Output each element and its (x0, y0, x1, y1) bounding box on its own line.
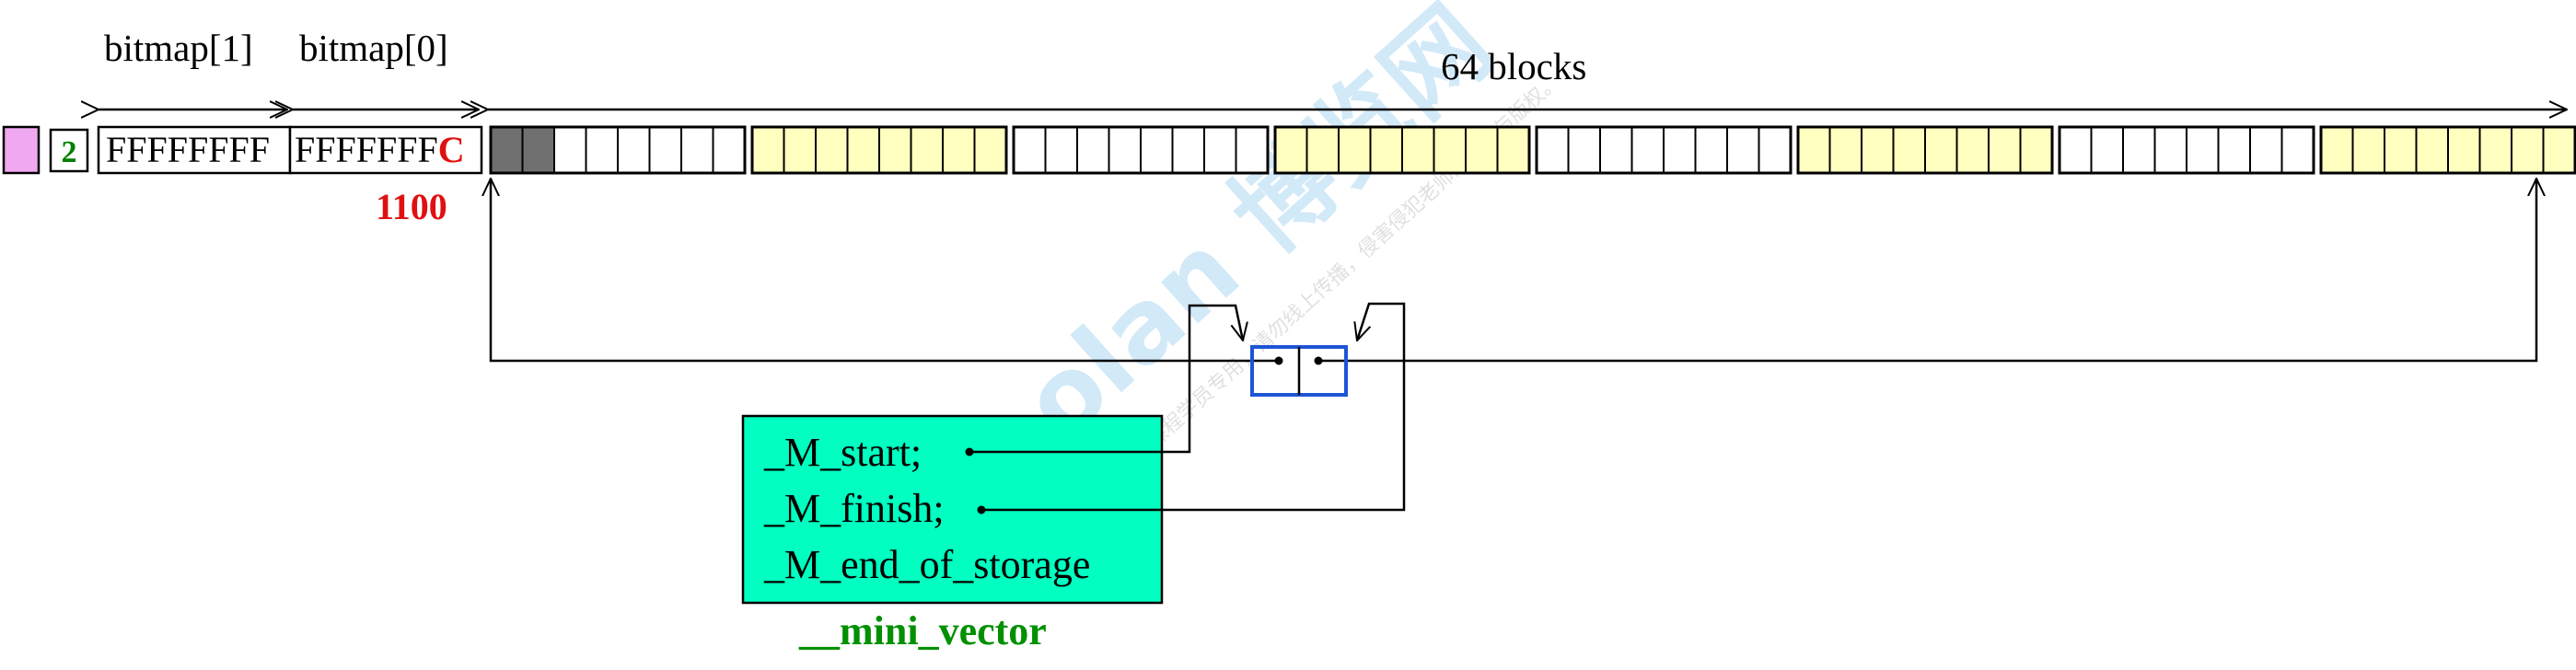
block-free (585, 126, 619, 174)
bitmap1-value: FFFFFFFF (106, 129, 270, 170)
block-free (1828, 126, 1862, 174)
block-free (1496, 126, 1530, 174)
block-free (1536, 126, 1570, 174)
block-group (750, 125, 1008, 175)
counter-box (49, 128, 89, 173)
bitmap0-box (288, 125, 483, 175)
block-strip (489, 125, 2576, 175)
bitmap0-label: bitmap[0] (299, 27, 448, 69)
bitmap1-box (97, 125, 292, 175)
blocks-label: 64 blocks (1441, 45, 1586, 87)
bitmap0-last-digit: C (438, 129, 465, 170)
block-free (1758, 126, 1792, 174)
block-free (2186, 126, 2220, 174)
block-free (1630, 126, 1665, 174)
block-free (2249, 126, 2283, 174)
field-end-of-storage: _M_end_of_storage (763, 542, 1090, 587)
bitmap0-prefix: FFFFFFF (295, 129, 438, 170)
block-free (1076, 126, 1110, 174)
start-pointer-line (491, 179, 1279, 363)
block-group (489, 125, 747, 175)
block-group (2319, 125, 2576, 175)
finish-pointer-line (1318, 179, 2536, 363)
start-field-connector (969, 304, 1243, 454)
block-free (1797, 126, 1831, 174)
field-start: _M_start; (763, 430, 922, 475)
block-free (1924, 126, 1958, 174)
block-free (1305, 126, 1340, 174)
block-free (1988, 126, 2022, 174)
block-free (815, 126, 849, 174)
block-free (2511, 126, 2545, 174)
block-free (942, 126, 976, 174)
block-free (2415, 126, 2449, 174)
block-free (2280, 126, 2315, 174)
vector-pointer-box (1250, 345, 1348, 397)
block-free (1108, 126, 1142, 174)
block-free (2384, 126, 2418, 174)
block-free (2090, 126, 2124, 174)
block-free (1171, 126, 1205, 174)
block-free (2217, 126, 2251, 174)
block-used (521, 126, 555, 174)
block-free (2153, 126, 2187, 174)
block-free (680, 126, 714, 174)
block-free (910, 126, 944, 174)
block-free (2447, 126, 2481, 174)
block-free (1203, 126, 1237, 174)
counter-value: 2 (62, 135, 77, 169)
block-free (617, 126, 651, 174)
block-free (1140, 126, 1174, 174)
mini-vector-name: __mini_vector (798, 608, 1047, 653)
block-free (2351, 126, 2385, 174)
block-free (846, 126, 880, 174)
block-free (1861, 126, 1895, 174)
block-free (973, 126, 1007, 174)
block-free (1663, 126, 1697, 174)
block-free (1955, 126, 1990, 174)
block-group (1796, 125, 2054, 175)
block-free (1274, 126, 1308, 174)
block-free (1465, 126, 1499, 174)
block-free (1044, 126, 1078, 174)
block-free (2320, 126, 2354, 174)
block-group (1535, 125, 1793, 175)
block-free (1694, 126, 1728, 174)
block-free (783, 126, 817, 174)
block-free (1338, 126, 1372, 174)
block-free (553, 126, 587, 174)
block-free (1599, 126, 1633, 174)
block-used (490, 126, 524, 174)
block-free (1567, 126, 1601, 174)
block-free (1013, 126, 1047, 174)
block-free (2059, 126, 2093, 174)
block-free (1726, 126, 1760, 174)
block-group (1273, 125, 1531, 175)
block-free (1892, 126, 1926, 174)
block-free (751, 126, 785, 174)
block-free (2019, 126, 2053, 174)
block-group (1012, 125, 1270, 175)
block-free (2122, 126, 2156, 174)
block-free (878, 126, 912, 174)
block-free (2478, 126, 2512, 174)
field-finish: _M_finish; (763, 486, 945, 531)
block-free (1369, 126, 1403, 174)
block-free (712, 126, 746, 174)
block-free (1433, 126, 1467, 174)
bitmap1-label: bitmap[1] (104, 27, 253, 69)
block-free (1401, 126, 1435, 174)
block-free (1235, 126, 1269, 174)
bitmap0-value: FFFFFFFC (295, 129, 465, 170)
block-free (648, 126, 682, 174)
finish-field-connector (981, 302, 1406, 512)
block-group (2058, 125, 2315, 175)
block-free (2542, 126, 2576, 174)
binary-annotation: 1100 (376, 186, 447, 227)
header-cell (2, 125, 41, 175)
